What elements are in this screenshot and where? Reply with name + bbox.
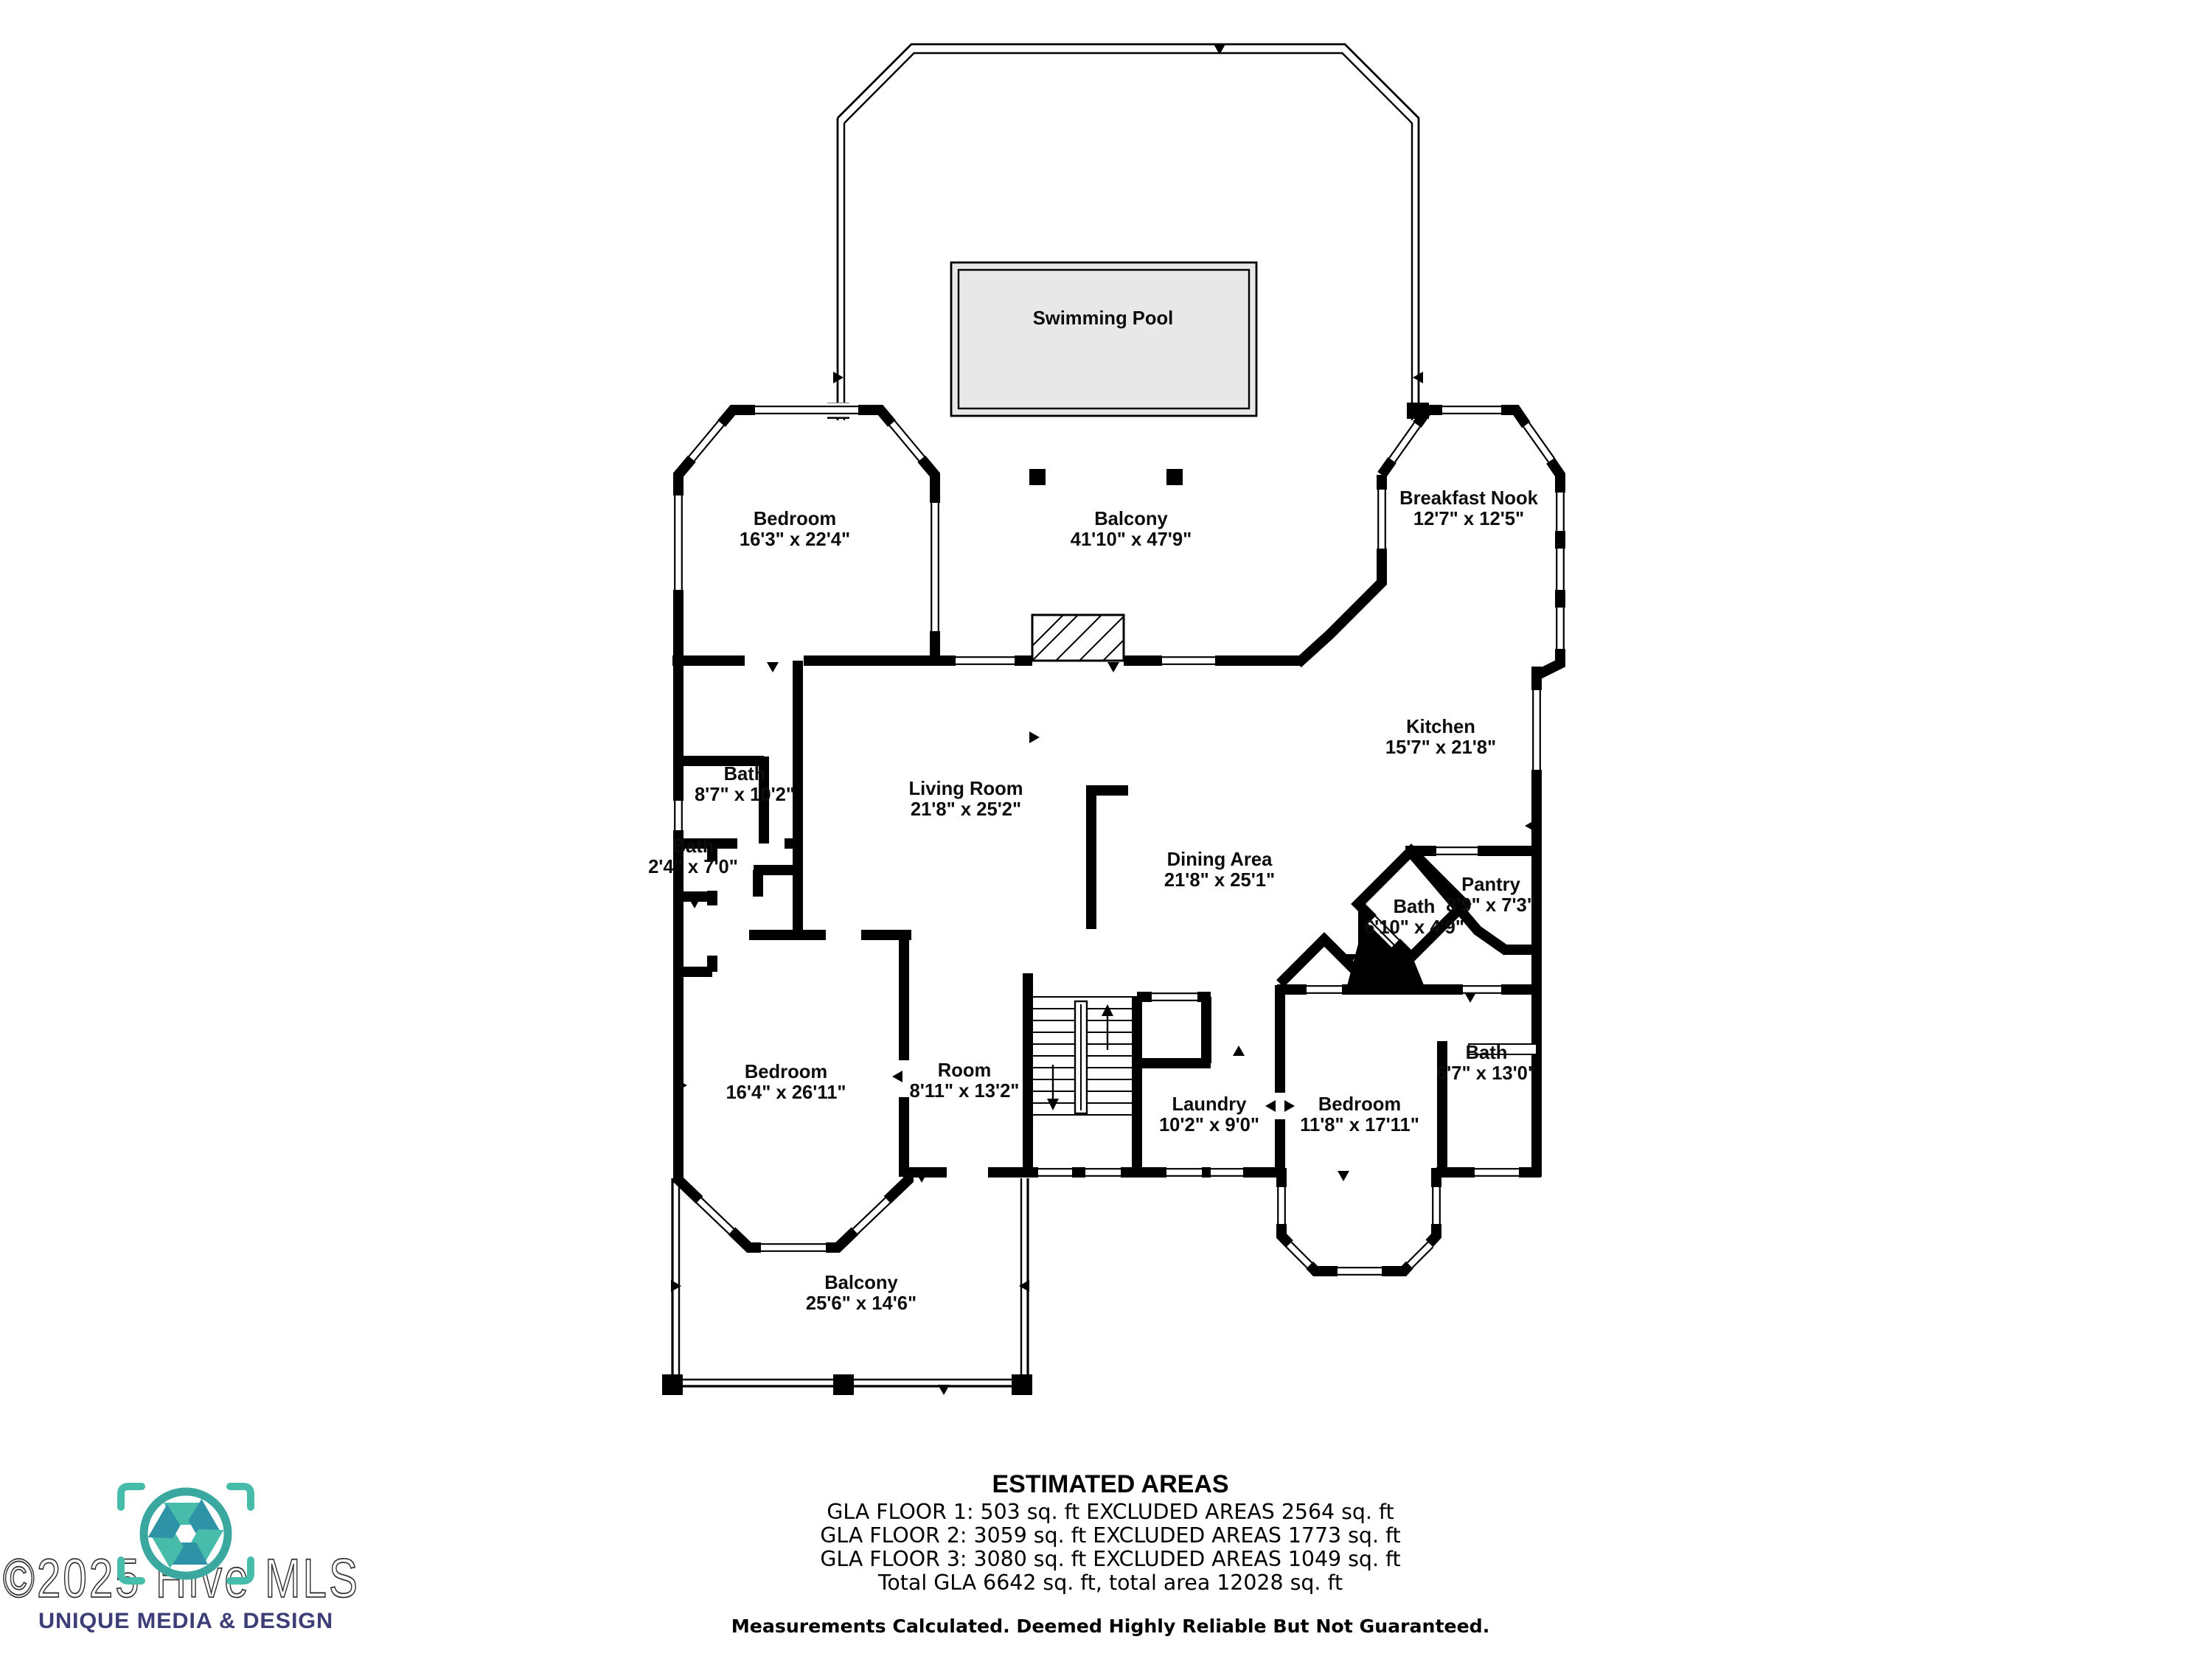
room-dims-bath-small: 2'4" x 7'0" (648, 857, 738, 877)
room-label-bedroom-lower-left: Bedroom (745, 1062, 827, 1082)
footer-lines: GLA FLOOR 1: 503 sq. ft EXCLUDED AREAS 2… (820, 1500, 1400, 1595)
room-label-balcony-lower: Balcony (824, 1273, 898, 1293)
bath-leader (1468, 1043, 1537, 1055)
room-label-laundry: Laundry (1172, 1094, 1248, 1115)
structural-mass (1345, 901, 1427, 994)
windows (671, 403, 1568, 1279)
room-label-dining-area: Dining Area (1167, 849, 1273, 870)
viewfinder-brackets-icon (117, 1483, 254, 1585)
room-dims-pantry: 8'9" x 7'3" (1446, 895, 1536, 916)
room-label-room: Room (938, 1060, 992, 1081)
footer-line-2: GLA FLOOR 2: 3059 sq. ft EXCLUDED AREAS … (820, 1523, 1400, 1548)
room-label-swimming-pool: Swimming Pool (1033, 308, 1174, 329)
room-dims-balcony-upper: 41'10" x 47'9" (1071, 529, 1192, 550)
footer-line-4: Total GLA 6642 sq. ft, total area 12028 … (877, 1571, 1343, 1595)
room-label-bath-narrow: Bath (1466, 1043, 1508, 1063)
footer-disclaimer: Measurements Calculated. Deemed Highly R… (731, 1615, 1490, 1637)
room-label-kitchen: Kitchen (1406, 717, 1475, 737)
upper-balcony-posts (1029, 469, 1183, 485)
room-dims-kitchen: 15'7" x 21'8" (1385, 737, 1496, 758)
room-dims-room: 8'11" x 13'2" (910, 1081, 1020, 1102)
room-label-bedroom-lower-center: Bedroom (1318, 1094, 1401, 1115)
room-dims-breakfast-nook: 12'7" x 12'5" (1413, 509, 1524, 529)
stairs (1028, 996, 1137, 1116)
room-dims-bath-upper: 8'7" x 10'2" (695, 785, 795, 805)
room-dims-bath-diamond: 6'10" x 4'9" (1364, 917, 1464, 938)
footer-line-1: GLA FLOOR 1: 503 sq. ft EXCLUDED AREAS 2… (827, 1500, 1394, 1524)
room-label-bath-diamond: Bath (1394, 897, 1436, 917)
room-label-pantry: Pantry (1461, 874, 1520, 895)
footer-title: ESTIMATED AREAS (992, 1470, 1228, 1498)
footer-line-3: GLA FLOOR 3: 3080 sq. ft EXCLUDED AREAS … (820, 1547, 1400, 1571)
lower-balcony-posts (662, 1374, 1032, 1395)
camera-aperture-icon (139, 1487, 232, 1580)
room-dims-bedroom-lower-center: 11'8" x 17'11" (1300, 1115, 1419, 1135)
estimated-areas-footer: ESTIMATED AREAS GLA FLOOR 1: 503 sq. ft … (731, 1470, 1490, 1637)
exterior-stair-hatch (1031, 613, 1125, 662)
room-dims-bedroom-lower-left: 16'4" x 26'11" (726, 1082, 846, 1103)
opening-arrows (671, 44, 1535, 1395)
room-label-bath-upper: Bath (724, 764, 766, 785)
room-label-balcony-upper: Balcony (1094, 509, 1168, 529)
room-label-bath-small: Bath (672, 836, 714, 857)
room-dims-laundry: 10'2" x 9'0" (1159, 1115, 1259, 1135)
logo-text: UNIQUE MEDIA & DESIGN (38, 1609, 333, 1633)
room-dims-balcony-lower: 25'6" x 14'6" (806, 1293, 917, 1314)
unique-media-logo: UNIQUE MEDIA & DESIGN (38, 1483, 333, 1633)
room-label-living-room: Living Room (909, 779, 1023, 799)
room-dims-bath-narrow: 6'7" x 13'0" (1436, 1063, 1537, 1084)
room-dims-bedroom-upper-left: 16'3" x 22'4" (740, 529, 850, 550)
room-dims-living-room: 21'8" x 25'2" (911, 799, 1021, 820)
swimming-pool-shape (950, 261, 1258, 417)
room-label-bedroom-upper-left: Bedroom (754, 509, 836, 529)
room-dims-dining-area: 21'8" x 25'1" (1164, 870, 1275, 891)
room-label-breakfast-nook: Breakfast Nook (1399, 488, 1539, 509)
pool-deck-outline (836, 43, 1420, 420)
